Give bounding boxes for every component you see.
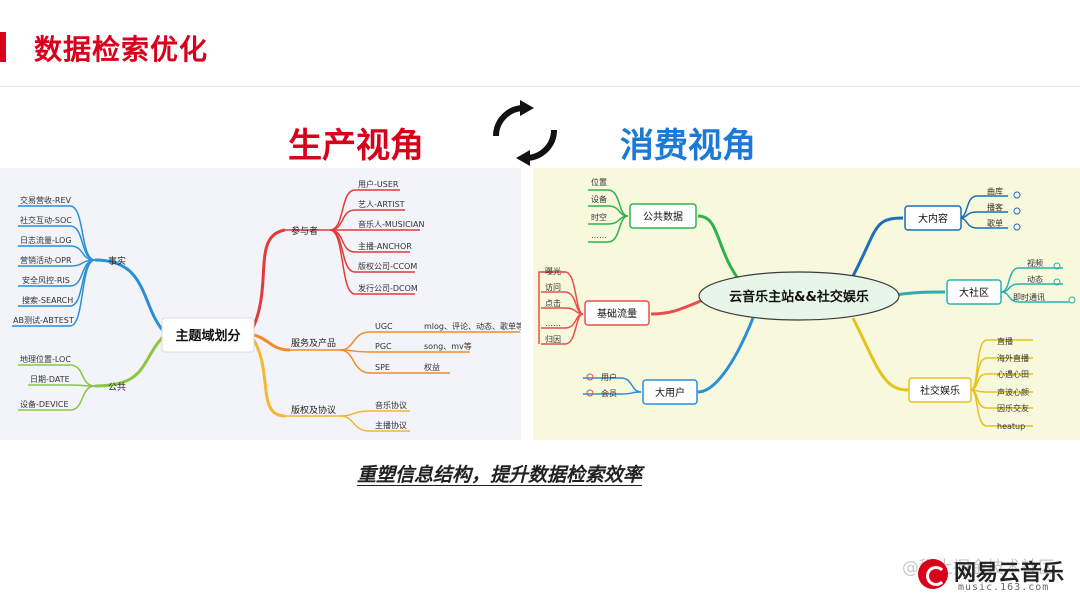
leaf-live: 直播 xyxy=(997,336,1013,346)
slide-caption: 重塑信息结构，提升数据检索效率 xyxy=(357,464,643,486)
public-data-node xyxy=(629,203,697,229)
member-marker-icon xyxy=(586,389,594,397)
leaf-soc: 社交互动-SOC xyxy=(20,215,72,225)
branch-services-label: 服务及产品 xyxy=(291,337,336,349)
leaf-ccom: 版权公司-CCOM xyxy=(358,261,417,271)
leaf-visit: 访问 xyxy=(545,282,561,292)
leaf-log: 日志流量-LOG xyxy=(20,235,72,245)
leaf-spacetime: 时空 xyxy=(591,212,607,222)
branch-participants-label: 参与者 xyxy=(291,225,318,237)
leaf-device: 设备-DEVICE xyxy=(20,399,69,409)
leaf-member: 会员 xyxy=(601,388,617,398)
brand-url: music.163.com xyxy=(958,582,1050,593)
social-ent-node xyxy=(908,377,972,403)
leaf-pgc: PGC xyxy=(375,342,392,351)
social-ent-label: 社交娱乐 xyxy=(920,384,960,397)
leaf-ris: 安全风控-RIS xyxy=(22,275,70,285)
leaf-playlist: 歌单 xyxy=(987,218,1003,228)
leaf-click: 点击 xyxy=(545,298,561,308)
leaf-exposure: 曝光 xyxy=(545,266,561,276)
leaf-rev: 交易营收-REV xyxy=(20,195,71,205)
branch-facts-label: 事实 xyxy=(108,255,126,267)
leaf-search: 搜索-SEARCH xyxy=(22,295,73,305)
leaf-abtest: AB测试-ABTEST xyxy=(13,315,74,325)
big-content-label: 大内容 xyxy=(918,212,948,225)
leaf-music-agreement: 音乐协议 xyxy=(375,400,407,410)
leaf-podcast: 播客 xyxy=(987,202,1003,212)
branch-copyright-label: 版权及协议 xyxy=(291,404,336,416)
leaf-loc: 地理位置-LOC xyxy=(20,354,71,364)
leaf-im: 即时通讯 xyxy=(1013,292,1045,302)
detail-spe: 权益 xyxy=(424,362,440,372)
leaf-public-ellipsis: …… xyxy=(591,231,607,240)
leaf-dcom: 发行公司-DCOM xyxy=(358,283,418,293)
big-community-node xyxy=(946,279,1002,305)
leaf-library: 曲库 xyxy=(987,186,1003,196)
consumer-root-node xyxy=(698,271,900,321)
leaf-opr: 营销活动-OPR xyxy=(20,255,72,265)
leaf-yinyue: 因乐交友 xyxy=(997,403,1029,413)
leaf-spe: SPE xyxy=(375,363,390,372)
big-user-node xyxy=(642,379,698,405)
leaf-dynamic: 动态 xyxy=(1027,274,1043,284)
leaf-user: 用户 xyxy=(601,372,617,382)
leaf-musician: 音乐人-MUSICIAN xyxy=(358,219,424,229)
base-traffic-node xyxy=(584,300,650,326)
producer-mindmap-panel: 主题域划分 事实 公共 参与者 服务及产品 版权及协议 交易营收-REV 社交互… xyxy=(0,168,521,440)
leaf-traffic-ellipsis: …… xyxy=(545,319,561,328)
leaf-position: 位置 xyxy=(591,177,607,187)
producer-mindmap: 主题域划分 事实 公共 参与者 服务及产品 版权及协议 交易营收-REV 社交互… xyxy=(12,179,521,432)
detail-ugc: mlog、评论、动态、歌单等 xyxy=(424,321,521,331)
producer-root-node xyxy=(161,317,255,353)
leaf-heatup: heatup xyxy=(997,422,1025,431)
title-divider xyxy=(0,86,1080,87)
big-community-label: 大社区 xyxy=(959,286,989,299)
leaf-user: 用户-USER xyxy=(358,179,399,189)
leaf-attribution: 归因 xyxy=(545,334,561,344)
detail-pgc: song、mv等 xyxy=(424,341,472,351)
consumer-mindmap: 公共数据 位置 设备 时空 …… 基础流量 曝光 访问 点击 …… 归因 大用户… xyxy=(538,177,1076,431)
user-marker-icon xyxy=(586,373,594,381)
brand-name: 网易云音乐 xyxy=(954,561,1065,586)
big-user-label: 大用户 xyxy=(655,386,685,399)
producer-root-label: 主题域划分 xyxy=(175,328,240,344)
consumer-mindmap-panel: 公共数据 位置 设备 时空 …… 基础流量 曝光 访问 点击 …… 归因 大用户… xyxy=(533,168,1080,440)
cycle-arrows-icon xyxy=(493,100,557,166)
consumer-perspective-heading: 消费视角 xyxy=(620,126,756,166)
base-traffic-label: 基础流量 xyxy=(597,307,637,320)
leaf-shengbo: 声波心颜 xyxy=(997,387,1029,397)
netease-music-logo-icon xyxy=(918,559,948,589)
leaf-overseas-live: 海外直播 xyxy=(997,353,1029,363)
leaf-artist: 艺人-ARTIST xyxy=(358,200,405,209)
leaf-date: 日期-DATE xyxy=(30,375,70,384)
leaf-anchor: 主播-ANCHOR xyxy=(358,241,412,251)
leaf-anchor-agreement: 主播协议 xyxy=(375,420,407,430)
big-content-node xyxy=(904,205,962,231)
producer-perspective-heading: 生产视角 xyxy=(288,126,424,166)
leaf-ugc: UGC xyxy=(375,322,393,331)
leaf-device: 设备 xyxy=(591,194,607,204)
title-accent-bar xyxy=(0,32,6,62)
leaf-xinyu: 心遇心田 xyxy=(997,370,1029,379)
branch-public-label: 公共 xyxy=(108,382,126,393)
consumer-root-label: 云音乐主站&&社交娱乐 xyxy=(729,289,869,305)
public-data-label: 公共数据 xyxy=(643,210,683,223)
brand-logo: 网易云音乐 music.163.com xyxy=(918,555,1078,593)
page-title: 数据检索优化 xyxy=(34,33,209,66)
leaf-video: 视频 xyxy=(1027,258,1043,268)
